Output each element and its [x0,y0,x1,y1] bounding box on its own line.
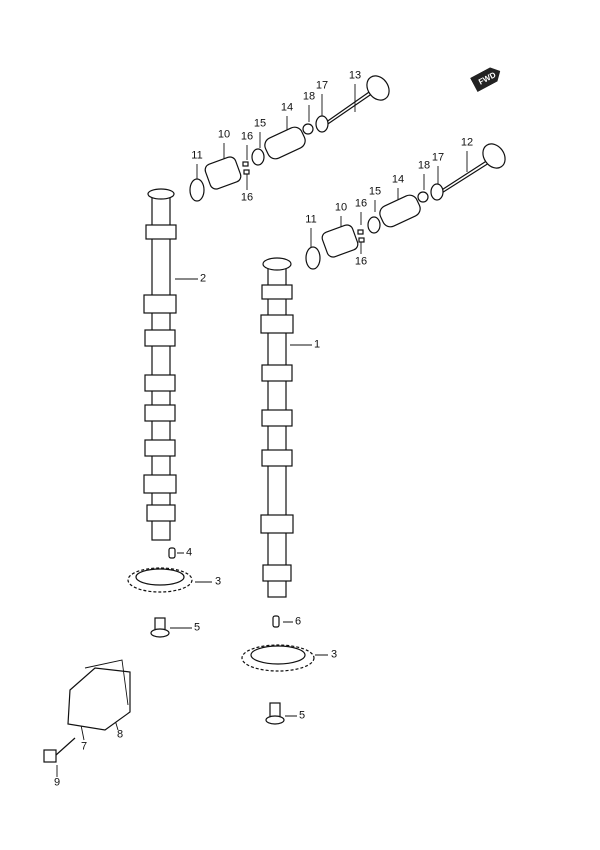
gears-and-fasteners [127,547,315,725]
callout-6: 6 [294,615,302,628]
callout-16: 16 [354,197,368,210]
callout-17: 17 [431,151,445,164]
callout-10: 10 [217,128,231,141]
camshaft-2 [143,188,177,541]
callout-9: 9 [53,776,61,789]
callout-13: 13 [348,69,362,82]
callout-16: 16 [240,191,254,204]
callout-4: 4 [185,546,193,559]
callout-3: 3 [330,648,338,661]
cover-assembly [43,659,131,763]
callout-7: 7 [80,740,88,753]
callout-14: 14 [280,101,294,114]
callout-3: 3 [214,575,222,588]
valve-set-upper [189,75,390,202]
callout-15: 15 [368,185,382,198]
callout-16: 16 [240,130,254,143]
callout-17: 17 [315,79,329,92]
callout-18: 18 [417,159,431,172]
callout-11: 11 [191,149,203,162]
callout-10: 10 [334,201,348,214]
callout-1: 1 [313,338,321,351]
callout-5: 5 [193,621,201,634]
callout-12: 12 [460,136,474,149]
callout-11: 11 [305,213,317,226]
callout-15: 15 [253,117,267,130]
camshaft-1 [260,257,294,598]
callout-18: 18 [302,90,316,103]
callout-8: 8 [116,728,124,741]
callout-14: 14 [391,173,405,186]
callout-5: 5 [298,709,306,722]
callout-16: 16 [354,255,368,268]
valve-set-lower [305,143,506,270]
callout-2: 2 [199,272,207,285]
